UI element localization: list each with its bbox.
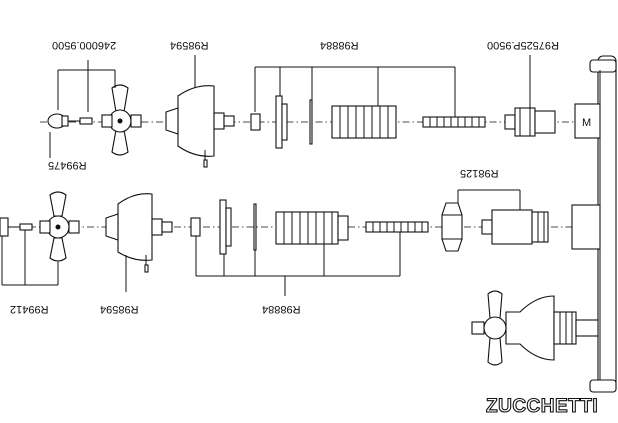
- bottom-assembly: [0, 191, 600, 273]
- top-kit-thread: [429, 117, 480, 127]
- part-labels: 246000.9500 R98594 R98884 R97525P.9500 R…: [10, 39, 559, 315]
- label-mid-nut: R98125: [460, 167, 499, 179]
- top-kit: [250, 95, 486, 149]
- top-screw: [47, 113, 93, 129]
- label-bottom-bell-cover: R98594: [100, 303, 139, 315]
- top-leader-lines: [49, 55, 531, 158]
- bottom-leader-lines: [1, 189, 521, 296]
- bottom-screw: [0, 217, 33, 237]
- label-bottom-kit: R98884: [262, 303, 301, 315]
- mid-cartridge: [481, 209, 549, 245]
- brand-logo: ZUCCHETTI: [486, 396, 598, 417]
- top-cartridge: [504, 107, 556, 137]
- label-top-kit: R98884: [320, 39, 359, 51]
- assembled-valve: [471, 290, 599, 366]
- bottom-bell-cover: [105, 193, 173, 273]
- top-assembly: [40, 84, 610, 168]
- mixer-body: M: [571, 55, 617, 393]
- bottom-kit: [190, 199, 429, 255]
- assembled-valve-thread: [559, 312, 573, 344]
- mixer-mark-m: M: [582, 117, 591, 129]
- top-bell-cover: [165, 85, 235, 168]
- top-kit-splines: [339, 106, 389, 138]
- top-cross-handle: [101, 84, 142, 156]
- mid-nut: [441, 202, 463, 252]
- label-bottom-screw: R99412: [10, 303, 49, 315]
- bottom-cross-handle: [39, 191, 80, 262]
- bottom-kit-thread: [372, 222, 423, 232]
- label-top-cartridge-b: R97525P.9500: [487, 39, 559, 51]
- label-top-cartridge-a: 246000.9500: [52, 39, 116, 51]
- label-top-bell-cover: R98594: [170, 39, 209, 51]
- label-top-screw: R99475: [48, 159, 87, 171]
- bottom-kit-splines: [283, 212, 333, 244]
